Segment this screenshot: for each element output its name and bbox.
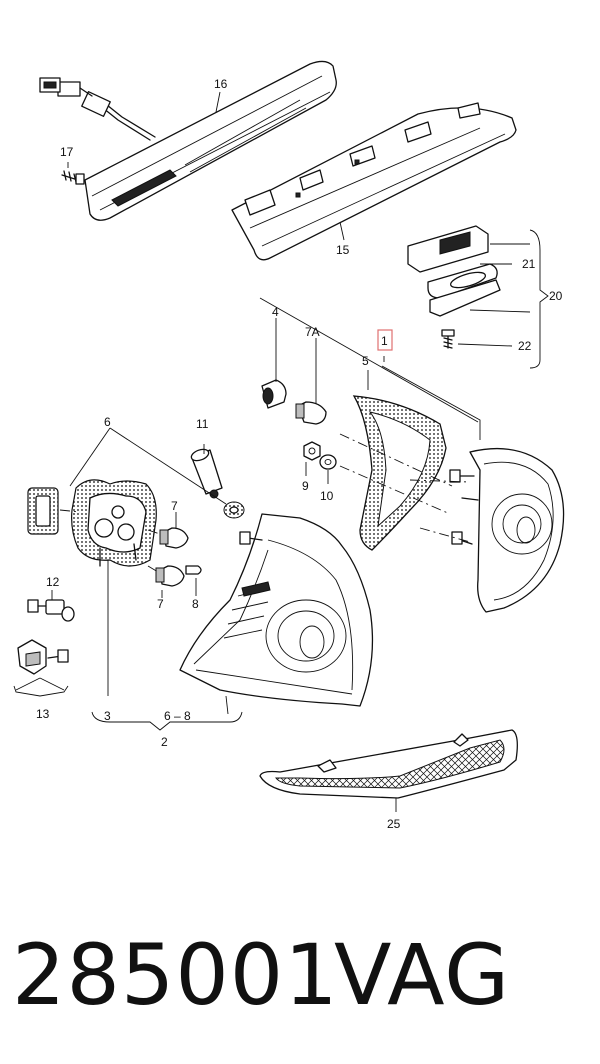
bulb-socket-seal xyxy=(223,501,245,519)
callout-1: 1 xyxy=(381,334,388,348)
brand-label: VAG xyxy=(334,926,511,1024)
brake-light-housing xyxy=(231,102,517,261)
callout-17: 17 xyxy=(60,145,74,159)
callout-12: 12 xyxy=(46,575,60,589)
highlight-box xyxy=(377,329,393,351)
callout-3: 3 xyxy=(104,709,111,723)
exploded-parts-diagram: 16 17 15 21 20 22 1 4 7A 5 6 11 9 10 7 7… xyxy=(13,60,565,831)
callout-8: 8 xyxy=(192,597,199,611)
sensor-12 xyxy=(27,599,75,622)
licence-plate-light xyxy=(407,225,501,349)
callout-6: 6 xyxy=(104,415,111,429)
callout-11: 11 xyxy=(196,417,209,431)
callout-22: 22 xyxy=(518,339,532,353)
callout-7A: 7A xyxy=(305,325,320,339)
rear-reflector xyxy=(259,729,518,799)
callout-20: 20 xyxy=(549,289,563,303)
callout-21: 21 xyxy=(522,257,536,271)
bulb-holder xyxy=(27,479,157,567)
part-number: 285001 xyxy=(12,926,339,1024)
callout-7-lower: 7 xyxy=(157,597,164,611)
inner-tail-light xyxy=(449,447,565,613)
bulbs-7-8 xyxy=(155,527,202,587)
nut-9-washer-10 xyxy=(303,441,337,470)
callout-15: 15 xyxy=(336,243,350,257)
screw-17 xyxy=(61,162,85,185)
lamp-gasket xyxy=(352,395,447,551)
callout-13: 13 xyxy=(36,707,50,721)
third-brake-light xyxy=(39,60,337,221)
callout-5: 5 xyxy=(362,354,369,368)
callout-4: 4 xyxy=(272,305,279,319)
bracket-13 xyxy=(17,639,69,675)
leader-lines xyxy=(13,91,549,812)
main-tail-light xyxy=(179,513,374,707)
bulb-socket-11 xyxy=(190,448,223,499)
callout-16: 16 xyxy=(214,77,228,91)
callout-6-8: 6 – 8 xyxy=(164,709,191,723)
callout-2: 2 xyxy=(161,735,168,749)
callout-7-upper: 7 xyxy=(171,499,178,513)
callout-10: 10 xyxy=(320,489,334,503)
bulb-socket-4 xyxy=(261,379,287,409)
callout-25: 25 xyxy=(387,817,401,831)
callout-9: 9 xyxy=(302,479,309,493)
bulb-7A xyxy=(295,401,327,425)
